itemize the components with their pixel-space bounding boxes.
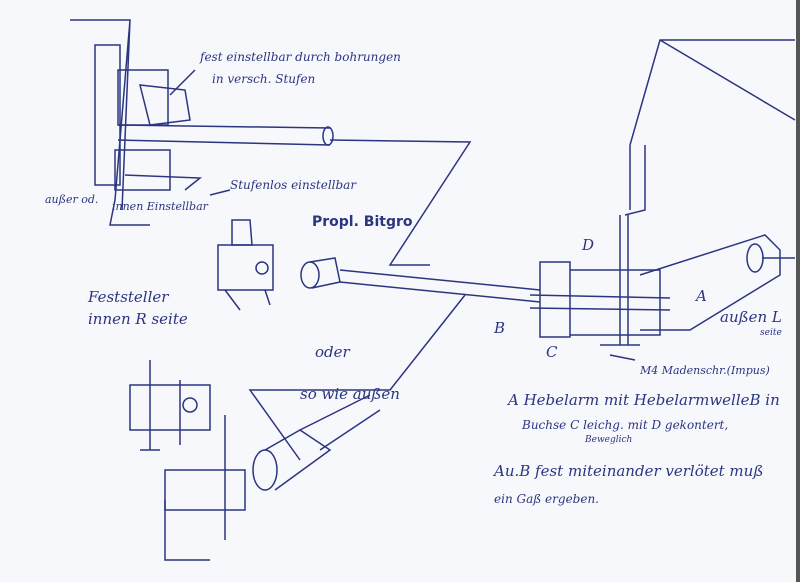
annotation-stufen: in versch. Stufen: [212, 72, 316, 86]
lever-assembly-drawing: [529, 39, 796, 361]
annotation-propl: Propl. Bitgro: [312, 214, 413, 230]
pipe-drawing: [248, 257, 541, 461]
description-line-1: A Hebelarm mit HebelarmwelleB in: [508, 391, 780, 409]
annotation-fest: fest einstellbar durch bohrungen: [200, 50, 401, 64]
annotation-innen-r-seite: innen R seite: [88, 310, 188, 328]
description-line-4: ein Gaß ergeben.: [494, 492, 599, 506]
label-c: C: [546, 343, 558, 361]
description-line-3: Au.B fest miteinander verlötet muß: [494, 462, 764, 480]
description-line-2: Buchse C leichg. mit D gekontert,: [522, 418, 729, 432]
top-left-mount-drawing: [70, 19, 334, 226]
pointer-line: [169, 69, 231, 196]
annotation-innen-einstellbar: innen Einstellbar: [112, 200, 208, 213]
guide-line: [329, 139, 472, 266]
annotation-feststeller: Feststeller: [88, 288, 169, 306]
feststeller-drawing: [217, 219, 274, 311]
annotation-seite: seite: [760, 328, 782, 338]
description-beweglich: Beweglich: [585, 435, 633, 445]
label-b: B: [494, 319, 506, 337]
annotation-stufenlos: Stufenlos einstellbar: [230, 178, 357, 192]
annotation-ausser: außer od.: [45, 193, 99, 206]
label-a: A: [696, 287, 707, 305]
annotation-oder: oder: [315, 343, 350, 361]
label-d: D: [582, 236, 595, 254]
annotation-so-wie-aussen: so wie außen: [300, 385, 400, 403]
annotation-m4: M4 Madenschr.(Impus): [640, 364, 770, 377]
annotation-aussen-l: außen L: [720, 308, 782, 326]
scan-edge: [796, 0, 800, 582]
alternative-feststeller-drawing: [129, 360, 381, 561]
